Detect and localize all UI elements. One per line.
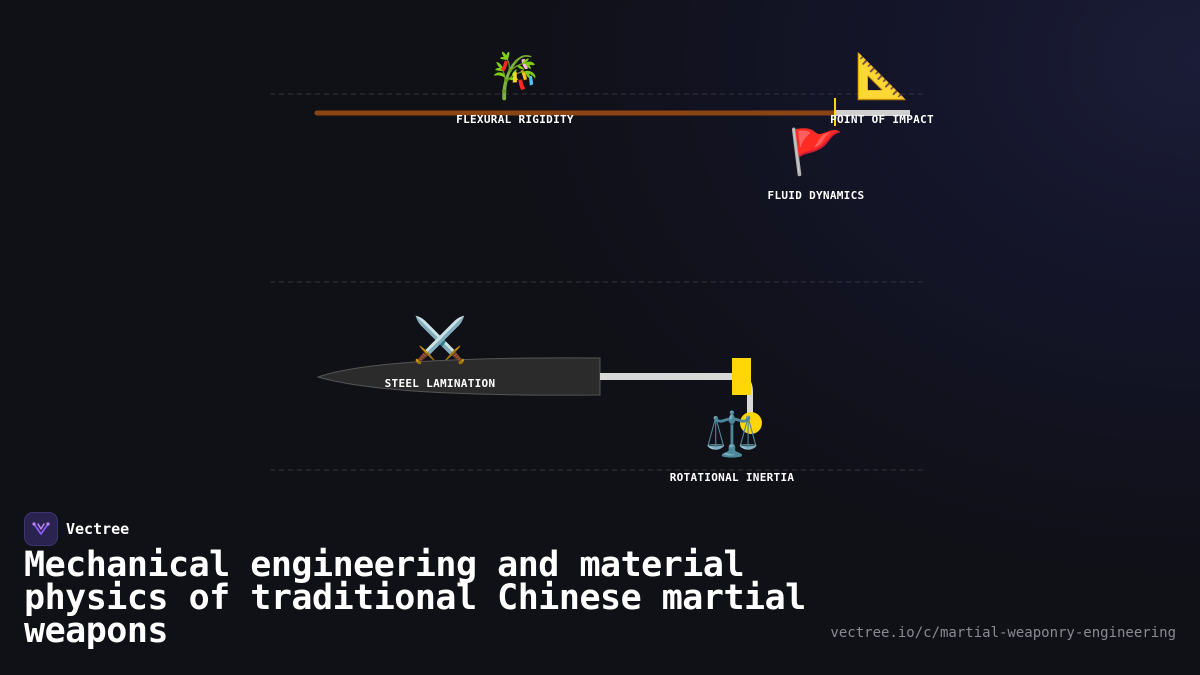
page-url[interactable]: vectree.io/c/martial-weaponry-engineerin…	[830, 625, 1176, 641]
vectree-logo-icon	[24, 512, 58, 546]
point-of-impact-label: POINT OF IMPACT	[830, 113, 934, 126]
sabre-pommel	[740, 412, 762, 434]
rotational-inertia-label: ROTATIONAL INERTIA	[669, 471, 795, 484]
crossed-swords-icon: ⚔️	[412, 315, 468, 366]
brand-name: Vectree	[66, 520, 130, 538]
red-flag-icon: 🚩	[788, 127, 844, 178]
flexural-rigidity-label: FLEXURAL RIGIDITY	[456, 113, 574, 126]
steel-lamination-label: STEEL LAMINATION	[384, 377, 496, 390]
fluid-dynamics-label: FLUID DYNAMICS	[767, 189, 865, 202]
triangular-ruler-icon: 📐	[854, 51, 910, 102]
sabre-guard	[732, 358, 751, 395]
balance-scale-icon: ⚖️	[704, 409, 760, 460]
bamboo-icon: 🎋	[487, 51, 543, 102]
brand: Vectree	[24, 512, 129, 546]
spear-tip	[836, 110, 910, 116]
sabre-handle	[600, 373, 735, 380]
page-title: Mechanical engineering and material phys…	[24, 545, 806, 651]
